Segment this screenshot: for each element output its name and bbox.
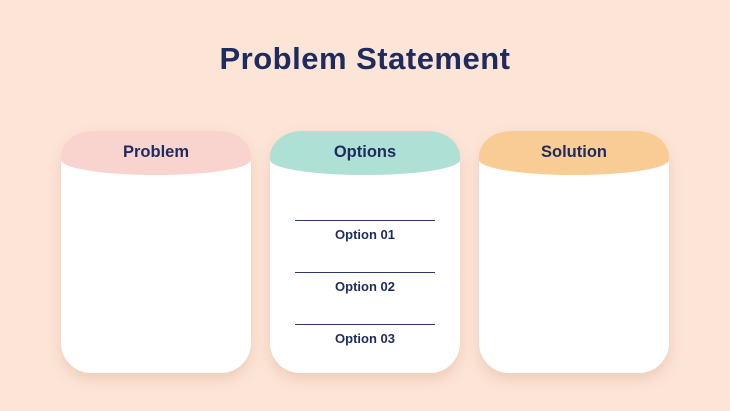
card-options: Options Option 01 Option 02 Option 03 [270, 131, 460, 373]
page-title: Problem Statement [219, 41, 511, 76]
card-header-problem: Problem [61, 131, 251, 175]
card-body-options: Option 01 Option 02 Option 03 [270, 175, 460, 373]
option-row-2: Option 02 [295, 272, 435, 294]
card-solution: Solution [479, 131, 669, 373]
card-header-solution: Solution [479, 131, 669, 175]
cards-row: Problem Options Option 01 Option 02 Opti… [0, 131, 730, 373]
options-list: Option 01 Option 02 Option 03 [270, 175, 460, 346]
card-body-problem [61, 175, 251, 373]
card-problem: Problem [61, 131, 251, 373]
option-row-1: Option 01 [295, 220, 435, 242]
option-row-3: Option 03 [295, 324, 435, 346]
card-header-options: Options [270, 131, 460, 175]
card-body-solution [479, 175, 669, 373]
